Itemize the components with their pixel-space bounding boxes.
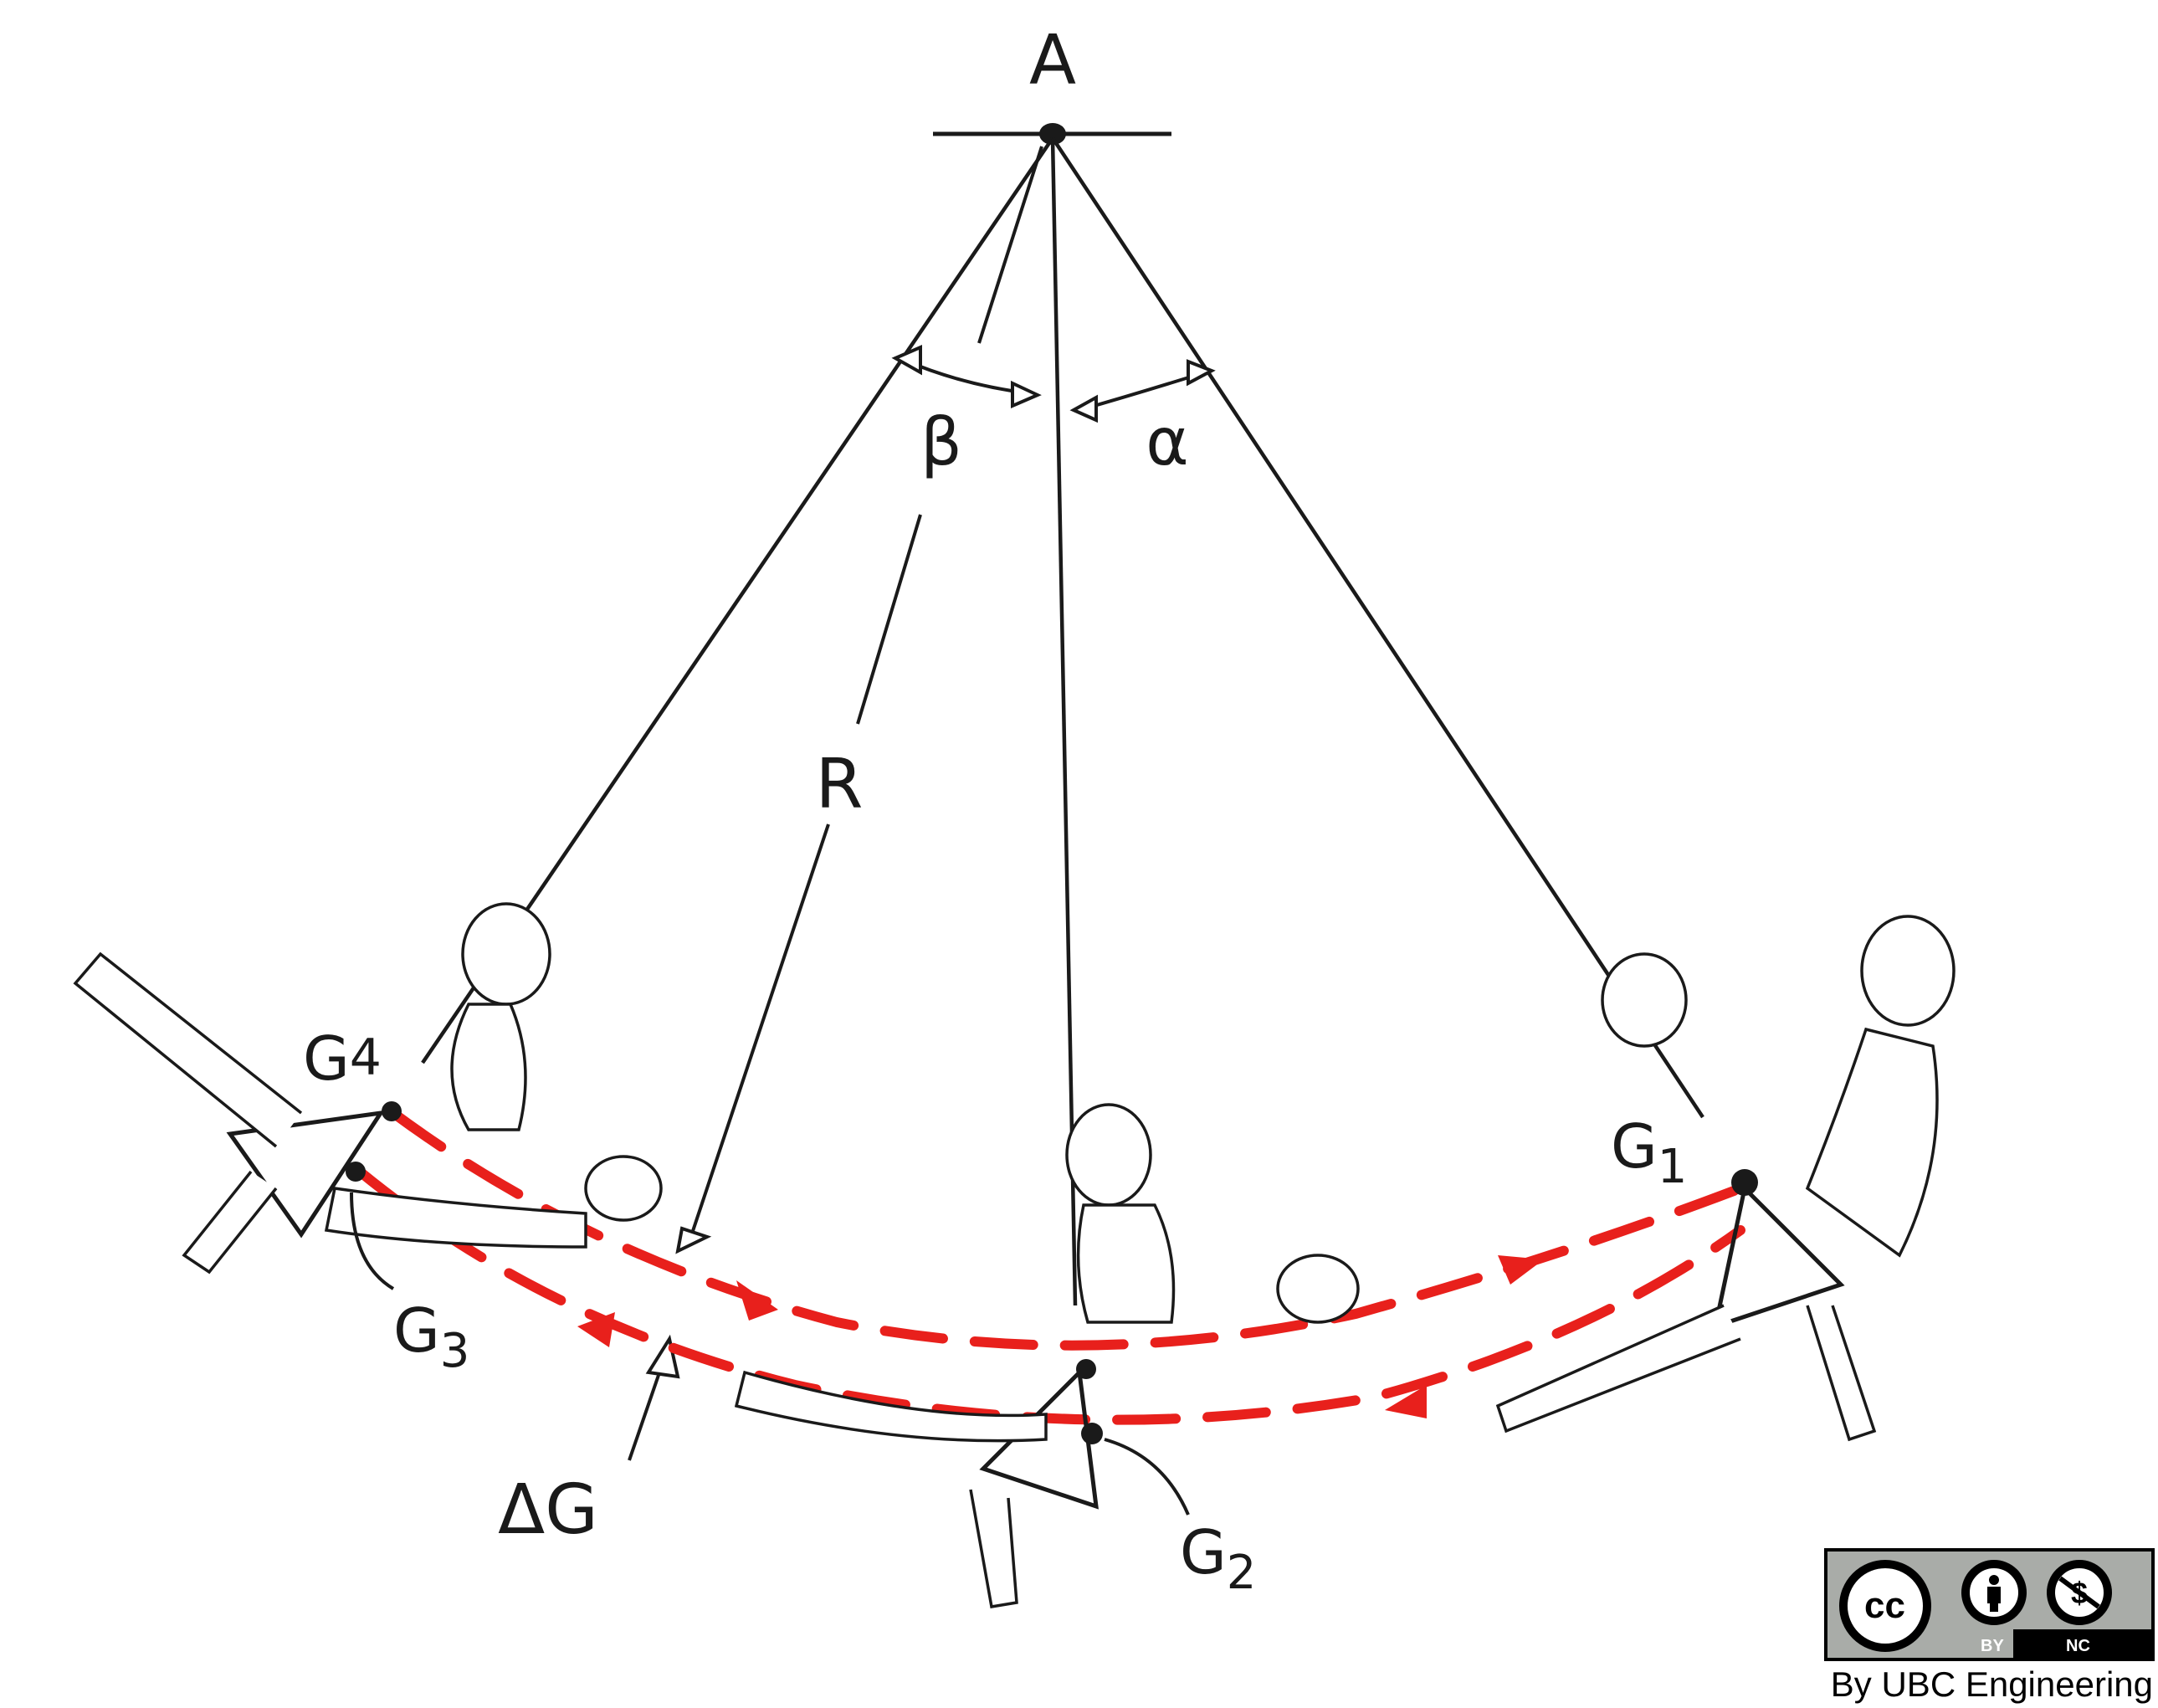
person-icon — [1961, 1560, 2027, 1625]
angle-beta: β — [891, 146, 1043, 480]
delta-g-label: ΔG — [498, 1470, 598, 1550]
ropes — [421, 136, 1704, 1306]
cg-g1 — [1731, 1169, 1758, 1196]
cc-icon: cc — [1839, 1560, 1931, 1652]
cg-g2 — [1081, 1423, 1103, 1444]
g1-label: G1 — [1611, 1111, 1687, 1194]
credit-text: By UBC Engineering — [1830, 1664, 2153, 1704]
delta-g-marker: ΔG — [498, 1334, 680, 1550]
rider-left — [73, 902, 663, 1275]
trajectory-arrows — [577, 1255, 1544, 1418]
radius-marker: R — [675, 514, 922, 1254]
no-dollar-icon: $ — [2047, 1560, 2112, 1625]
g4-label: G4 — [303, 1023, 382, 1094]
alpha-label: α — [1146, 405, 1188, 480]
rider-center — [734, 1103, 1360, 1609]
g-labels: G1 G2 G3 G4 — [303, 1023, 1687, 1600]
cg-points — [346, 1101, 1758, 1444]
pivot: A — [933, 21, 1171, 145]
trajectory-upper — [388, 1108, 1745, 1351]
rider-right — [1495, 915, 1956, 1442]
g3-label: G3 — [393, 1295, 469, 1378]
seat-g1 — [1712, 1183, 1845, 1330]
cg-g3 — [346, 1162, 366, 1182]
cc-badge-footer — [2013, 1629, 2151, 1658]
pivot-label: A — [1029, 21, 1076, 100]
g2-label: G2 — [1180, 1517, 1256, 1600]
angle-alpha: α — [1069, 359, 1216, 480]
nc-label: NC — [2066, 1637, 2090, 1655]
beta-label: β — [920, 405, 962, 480]
cg-g4 — [382, 1101, 402, 1121]
by-label: BY — [1981, 1637, 2004, 1655]
trajectory-lower — [355, 1167, 1745, 1425]
radius-label: R — [816, 745, 864, 824]
cg-mid — [1076, 1359, 1096, 1379]
cc-license-badge: cc $ BY NC — [1824, 1548, 2155, 1661]
leaders — [350, 1192, 1190, 1516]
